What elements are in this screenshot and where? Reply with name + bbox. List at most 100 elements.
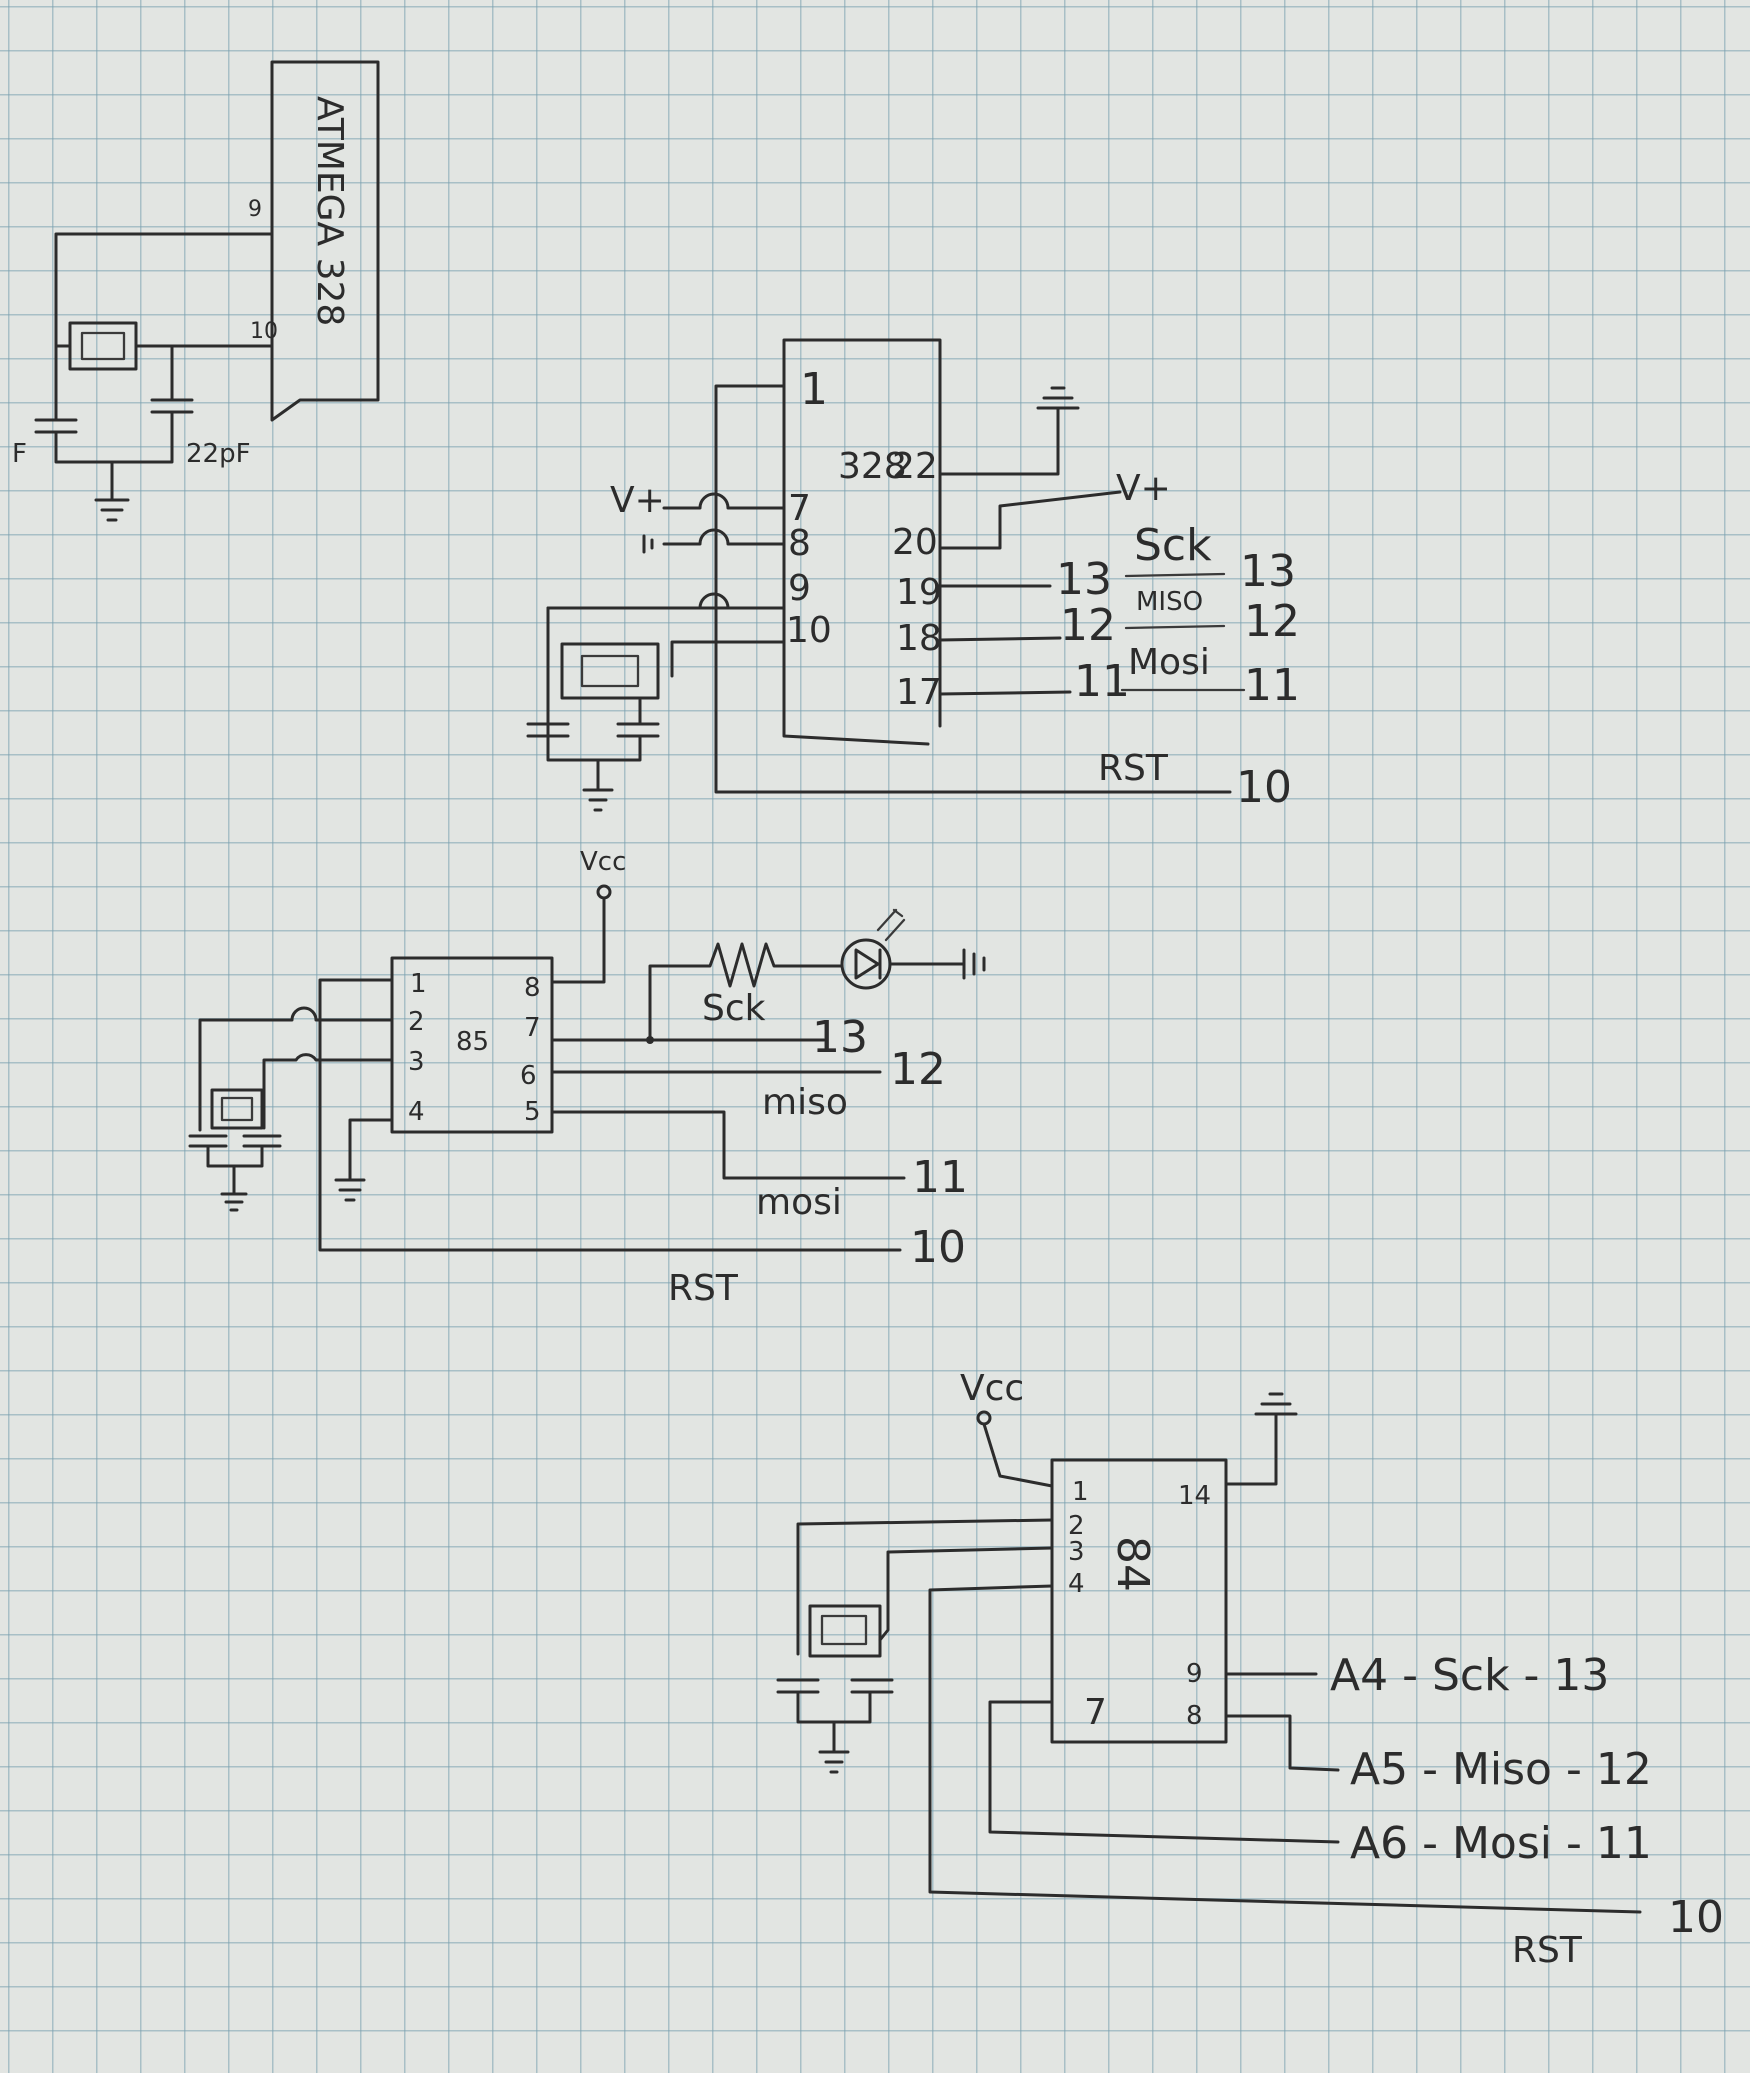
pin-22: 22 <box>892 446 938 487</box>
resistor-icon <box>648 942 844 1042</box>
mosi-net-label: A6 - Mosi - 11 <box>1350 1818 1652 1869</box>
miso-num-a: 12 <box>1060 600 1116 651</box>
ground-icon <box>220 1164 248 1212</box>
capacitor-b-icon <box>616 722 660 738</box>
xtal-pin3-wire <box>262 1053 394 1130</box>
mosi-wire <box>938 690 1072 696</box>
mosi-label: mosi <box>756 1182 842 1223</box>
vplus-left-label: V+ <box>610 480 665 521</box>
pin-7: 7 <box>1084 1692 1107 1733</box>
sck-num-a: 13 <box>1056 554 1112 605</box>
xtal-ground-wire <box>546 698 642 762</box>
rst-num: 10 <box>1668 1892 1724 1943</box>
miso-num-b: 12 <box>1244 596 1300 647</box>
atmega-pin-10: 10 <box>250 319 278 344</box>
mosi-label: Mosi <box>1128 642 1210 683</box>
pin-4: 4 <box>1068 1569 1085 1599</box>
ground-icon <box>334 1118 394 1202</box>
xtal-ground-wire <box>796 1690 872 1724</box>
sketch-attiny85: 85 1 2 3 4 8 7 6 5 Vcc Sck 13 12 miso 11… <box>188 847 986 1309</box>
xtal-pin2-wire <box>198 1006 394 1132</box>
pin-7: 7 <box>524 1013 541 1043</box>
gnd-pin8-wire <box>662 528 786 546</box>
xtal-pin10-wire <box>670 640 786 678</box>
mosi-wire <box>550 1110 906 1180</box>
ground-icon <box>888 948 986 980</box>
vcc-wire <box>550 896 606 984</box>
pin-1: 1 <box>410 969 427 999</box>
reset-wire <box>318 978 902 1252</box>
reset-wire <box>928 1584 1642 1914</box>
crystal-housing <box>210 1088 264 1130</box>
mosi-num: 11 <box>912 1152 968 1203</box>
rst-num: 10 <box>910 1222 966 1273</box>
net-underlines <box>1120 572 1246 692</box>
ground-icon <box>938 386 1080 476</box>
vcc-terminal-icon <box>976 1410 992 1426</box>
crystal-housing <box>808 1604 882 1658</box>
pin-17: 17 <box>896 672 942 713</box>
miso-label: MISO <box>1136 587 1203 617</box>
xtal-pin2-wire <box>796 1518 1054 1656</box>
rst-label: RST <box>1512 1930 1583 1971</box>
miso-net-label: A5 - Miso - 12 <box>1350 1744 1652 1795</box>
pin-3: 3 <box>1068 1537 1085 1567</box>
sck-num: 13 <box>812 1012 868 1063</box>
pin-9: 9 <box>1186 1659 1203 1689</box>
sck-num-b: 13 <box>1240 546 1296 597</box>
pin-8: 8 <box>524 973 541 1003</box>
pin-1: 1 <box>800 364 828 415</box>
rst-num: 10 <box>1236 762 1292 813</box>
pin-8: 8 <box>788 523 811 564</box>
ground-icon <box>818 1720 850 1774</box>
cap-left-label: F <box>12 439 27 469</box>
atmega-chip-outline <box>270 60 380 422</box>
rst-label: RST <box>668 1268 739 1309</box>
crystal-icon <box>580 654 640 688</box>
miso-num: 12 <box>890 1044 946 1095</box>
pin-2: 2 <box>1068 1511 1085 1541</box>
pin-4: 4 <box>408 1097 425 1127</box>
atmega-pin-9: 9 <box>248 197 262 222</box>
chip-328-label: 328 <box>838 446 907 487</box>
mosi-num-b: 11 <box>1244 660 1300 711</box>
cap-right-label: 22pF <box>186 439 251 469</box>
pin-5: 5 <box>524 1097 541 1127</box>
capacitor-ground-wire <box>54 410 174 464</box>
pin10-wire <box>170 344 274 402</box>
sck-net-label: A4 - Sck - 13 <box>1330 1650 1609 1701</box>
sketch-attiny84: 84 1 2 3 4 7 14 9 8 Vcc 10 RST A4 - Sck … <box>776 1368 1724 1971</box>
vcc-wire <box>982 1422 1054 1488</box>
pin9-wire <box>54 232 274 422</box>
mosi-num-a: 11 <box>1074 656 1130 707</box>
vplus-pin7-wire <box>662 492 786 510</box>
junction-dot <box>646 1036 654 1044</box>
crystal-icon <box>820 1614 868 1646</box>
crystal-icon <box>220 1096 254 1122</box>
sck-label: Sck <box>1134 520 1212 571</box>
pin-8: 8 <box>1186 1701 1203 1731</box>
chip-85-label: 85 <box>456 1027 489 1057</box>
capacitor-right-icon <box>150 398 194 414</box>
rst-label: RST <box>1098 748 1169 789</box>
miso-label: miso <box>762 1082 848 1123</box>
xtal-pin9-wire <box>546 592 786 610</box>
atmega-chip-label: ATMEGA 328 <box>309 96 350 326</box>
vplus-right-wire <box>938 490 1122 550</box>
pin-10: 10 <box>786 610 832 651</box>
xtal-ground-wire <box>206 1144 264 1168</box>
crystal-housing <box>68 321 138 371</box>
ground-icon <box>582 758 614 812</box>
mosi-wire <box>988 1700 1340 1844</box>
led-light-arrows <box>876 908 906 942</box>
pin-2: 2 <box>408 1007 425 1037</box>
ground-icon <box>1224 1392 1298 1486</box>
crystal-housing <box>560 642 660 700</box>
sketch-atmega-crystal: ATMEGA 328 9 10 F 22pF <box>12 60 380 522</box>
chip-85-outline <box>390 956 554 1134</box>
vplus-right-label: V+ <box>1116 468 1171 509</box>
sck-label: Sck <box>702 988 766 1029</box>
gnd-stub-icon <box>642 534 654 554</box>
chip-328-outline <box>782 338 942 746</box>
